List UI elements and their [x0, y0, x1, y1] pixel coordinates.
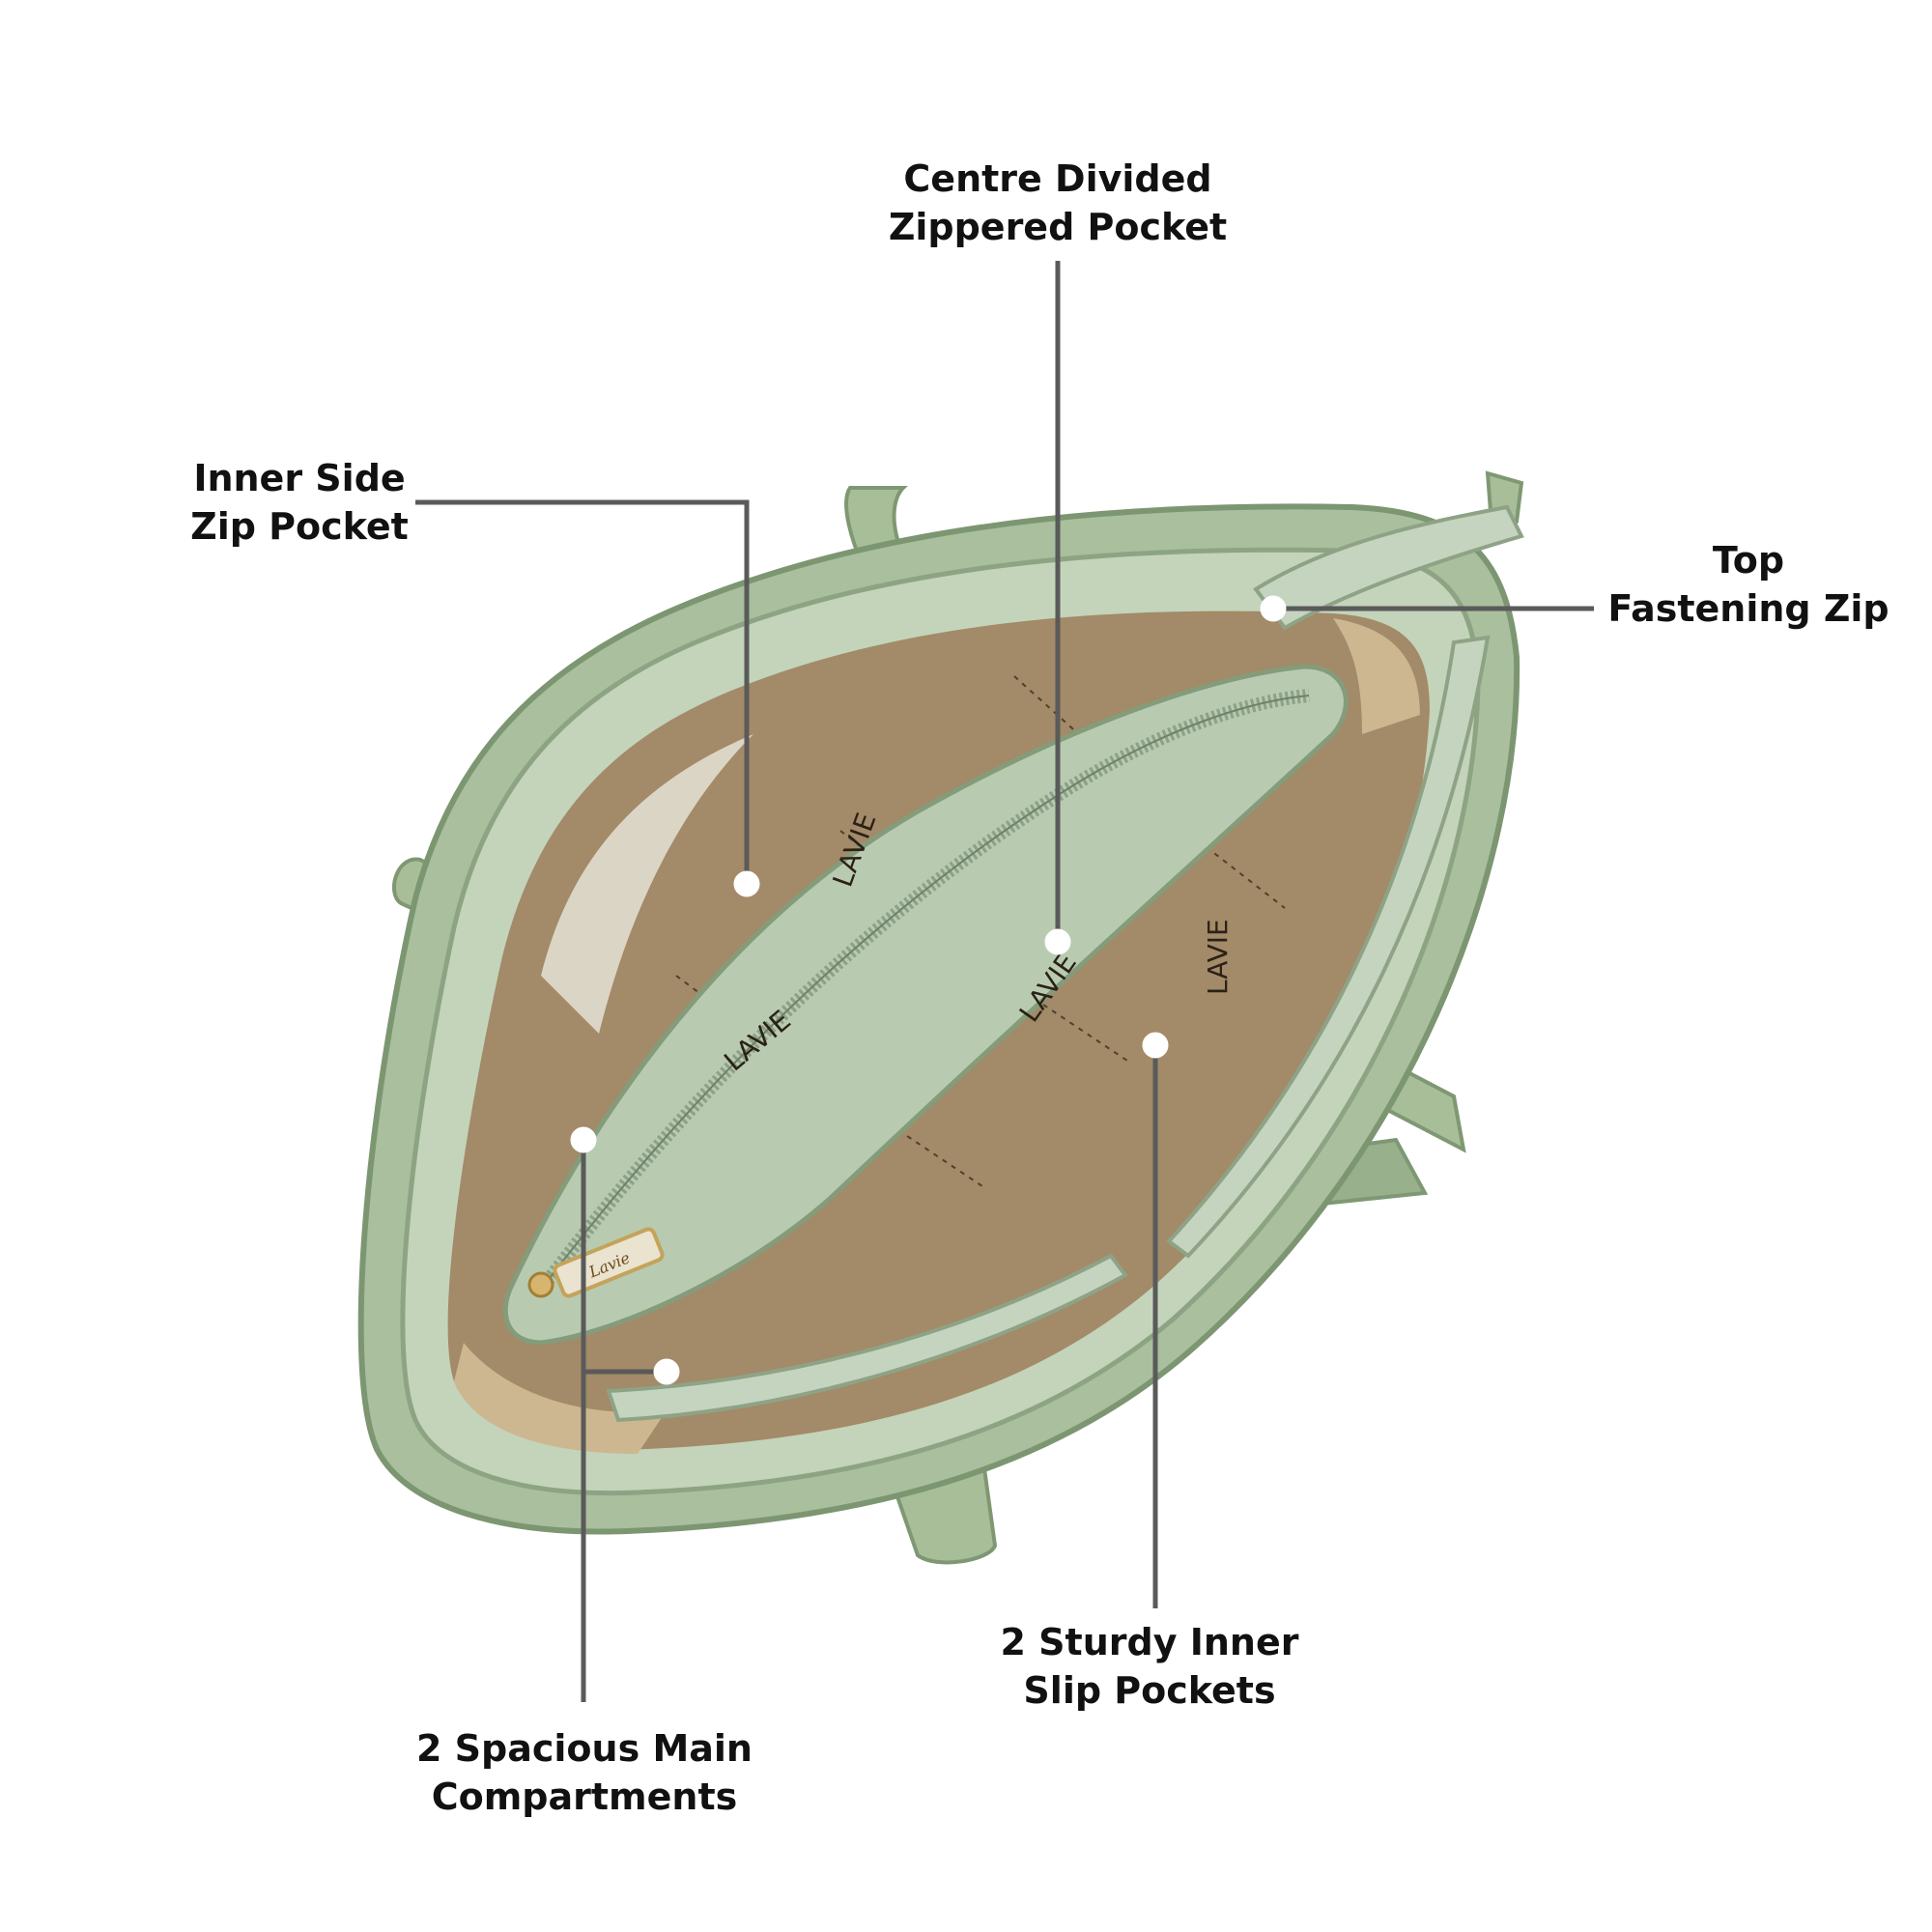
callout-line: Zip Pocket: [190, 505, 409, 548]
callout-line: Slip Pockets: [1023, 1669, 1276, 1712]
dot-main-left: [570, 1126, 597, 1153]
callout-line: Compartments: [431, 1776, 738, 1818]
dot-inner-side-zip: [733, 870, 760, 897]
callout-centre-divided-zippered-pocket: Centre Divided Zippered Pocket: [869, 155, 1246, 251]
callout-line: Zippered Pocket: [888, 206, 1228, 248]
callout-line: Inner Side: [193, 457, 406, 499]
callout-line: Centre Divided: [903, 157, 1212, 200]
centre-zip-pocket: Lavie: [502, 664, 1349, 1346]
callout-2-spacious-main-compartments: 2 Spacious Main Compartments: [411, 1724, 758, 1821]
leader-inner-side-zip: [415, 499, 750, 884]
leader-lines: [415, 261, 1594, 1702]
callout-top-fastening-zip: Top Fastening Zip: [1604, 536, 1893, 633]
dot-slip-pockets: [1142, 1032, 1169, 1059]
callout-line: 2 Spacious Main: [416, 1727, 753, 1770]
callout-line: 2 Sturdy Inner: [1000, 1621, 1299, 1663]
lining-brand-text-4: LAVIE: [1202, 919, 1234, 995]
top-fastening-zip: [606, 504, 1524, 1423]
callout-line: Fastening Zip: [1607, 587, 1889, 630]
dot-top-zip: [1260, 595, 1287, 622]
callout-2-sturdy-inner-slip-pockets: 2 Sturdy Inner Slip Pockets: [985, 1618, 1314, 1715]
callout-line: Top: [1712, 539, 1785, 582]
dot-centre-pocket: [1044, 928, 1071, 955]
dot-main-right: [653, 1358, 680, 1385]
callout-dots: [570, 595, 1287, 1385]
callout-inner-side-zip-pocket: Inner Side Zip Pocket: [184, 454, 415, 551]
